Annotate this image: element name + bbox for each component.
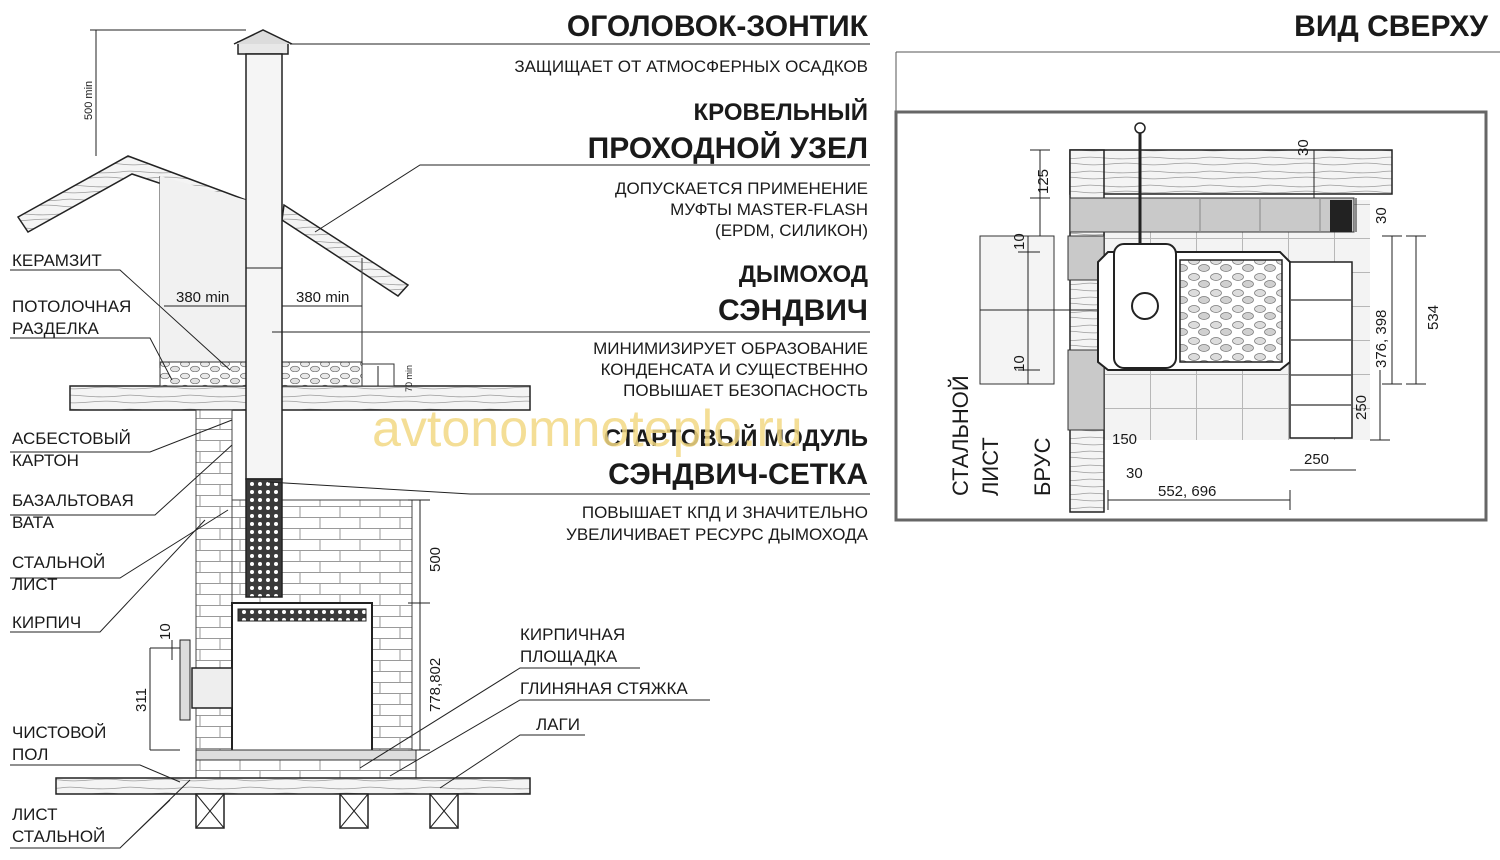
dim-70min: 70 min xyxy=(404,365,414,392)
dim-500: 500 xyxy=(427,547,444,572)
label-asbest-1: АСБЕСТОВЫЙ xyxy=(12,429,131,448)
tv-250h: 250 xyxy=(1304,451,1329,468)
label-sheet-2: СТАЛЬНОЙ xyxy=(12,827,105,846)
top-bricks xyxy=(1069,197,1355,233)
stove-firebox xyxy=(191,667,233,709)
roof-desc-3: (EPDM, СИЛИКОН) xyxy=(715,221,868,240)
brick-platform xyxy=(195,759,417,779)
top-view: 125 30 30 10 10 376, 398 534 250 150 30 … xyxy=(894,51,1500,522)
chimney-desc-3: ПОВЫШАЕТ БЕЗОПАСНОСТЬ xyxy=(623,381,868,400)
label-asbest-2: КАРТОН xyxy=(12,451,79,470)
label-keramzit: КЕРАМЗИТ xyxy=(12,251,102,270)
tv-30a: 30 xyxy=(1295,139,1312,156)
flue-opening xyxy=(1131,292,1159,320)
tv-30c: 30 xyxy=(1126,465,1143,482)
roof-right-slope xyxy=(281,203,410,297)
label-platform-2: ПЛОЩАДКА xyxy=(520,647,618,666)
tv-30b: 30 xyxy=(1373,207,1390,224)
dim-311: 311 xyxy=(133,688,150,712)
label-clay: ГЛИНЯНАЯ СТЯЖКА xyxy=(520,679,688,698)
label-bazalt-1: БАЗАЛЬТОВАЯ xyxy=(12,491,134,510)
start-desc-1: ПОВЫШАЕТ КПД И ЗНАЧИТЕЛЬНО xyxy=(582,503,868,522)
finish-floor xyxy=(55,777,531,795)
ceiling-board xyxy=(69,385,531,411)
roof-desc-2: МУФТЫ MASTER-FLASH xyxy=(670,200,868,219)
dim-778: 778,802 xyxy=(427,658,444,712)
label-steel-1: СТАЛЬНОЙ xyxy=(12,553,105,572)
tv-125: 125 xyxy=(1035,169,1052,194)
roof-title-2: ПРОХОДНОЙ УЗЕЛ xyxy=(588,131,868,165)
joists xyxy=(195,793,459,829)
label-steel-2: ЛИСТ xyxy=(12,575,57,594)
sandwich-mesh-module xyxy=(245,478,283,598)
roof-title-1: КРОВЕЛЬНЫЙ xyxy=(693,98,868,126)
stove-door xyxy=(179,639,191,721)
tv-beam: БРУС xyxy=(1030,437,1055,496)
cap-desc: ЗАЩИЩАЕТ ОТ АТМОСФЕРНЫХ ОСАДКОВ xyxy=(514,57,868,76)
side-bricks-lower xyxy=(1067,349,1105,431)
dim-380-right: 380 min xyxy=(296,289,349,306)
chimney-pipe xyxy=(245,53,283,480)
tv-10a: 10 xyxy=(1011,233,1028,250)
tv-steel-2: ЛИСТ xyxy=(978,437,1003,496)
label-razdelka-2: РАЗДЕЛКА xyxy=(12,319,100,338)
dim-500min: 500 min xyxy=(83,81,95,120)
start-title-1: СТАРТОВЫЙ МОДУЛЬ xyxy=(604,424,868,452)
stone-basket xyxy=(1179,259,1283,363)
clay-screed xyxy=(195,749,417,761)
label-joists: ЛАГИ xyxy=(536,715,580,734)
cap-title: ОГОЛОВОК-ЗОНТИК xyxy=(567,10,869,43)
top-view-title: ВИД СВЕРХУ xyxy=(1294,10,1488,43)
tv-250v: 250 xyxy=(1353,395,1370,420)
tv-steel-1: СТАЛЬНОЙ xyxy=(948,375,973,496)
label-razdelka-1: ПОТОЛОЧНАЯ xyxy=(12,297,131,316)
label-brick: КИРПИЧ xyxy=(12,613,81,632)
section-dimensions xyxy=(90,29,430,751)
label-platform-1: КИРПИЧНАЯ xyxy=(520,625,625,644)
headings: ОГОЛОВОК-ЗОНТИК ЗАЩИЩАЕТ ОТ АТМОСФЕРНЫХ … xyxy=(514,10,1488,544)
start-desc-2: УВЕЛИЧИВАЕТ РЕСУРС ДЫМОХОДА xyxy=(566,525,869,544)
roof-desc-1: ДОПУСКАЕТСЯ ПРИМЕНЕНИЕ xyxy=(615,179,868,198)
dim-380-left: 380 min xyxy=(176,289,229,306)
chimney-title-1: ДЫМОХОД xyxy=(739,261,868,288)
tv-150: 150 xyxy=(1112,431,1137,448)
tv-534: 534 xyxy=(1425,305,1442,330)
chimney-desc-2: КОНДЕНСАТА И СУЩЕСТВЕННО xyxy=(601,360,868,379)
top-view-dimensions xyxy=(980,149,1426,510)
side-ladder xyxy=(1289,261,1353,439)
stove-top-grille xyxy=(237,608,367,622)
chimney-desc-1: МИНИМИЗИРУЕТ ОБРАЗОВАНИЕ xyxy=(593,339,868,358)
label-floor-1: ЧИСТОВОЙ xyxy=(12,723,106,742)
dark-insert xyxy=(1330,200,1352,232)
watermark-text: avtonomnoteplo.ru xyxy=(372,400,803,458)
stove-top xyxy=(1097,122,1291,371)
section-view xyxy=(10,29,870,849)
attic-gray-fill xyxy=(160,176,246,368)
tv-10b: 10 xyxy=(1011,355,1028,372)
label-bazalt-2: ВАТА xyxy=(12,513,55,532)
top-beam xyxy=(1069,149,1393,195)
start-title-2: СЭНДВИЧ-СЕТКА xyxy=(608,458,868,491)
tv-552: 552, 696 xyxy=(1158,483,1216,500)
chimney-title-2: СЭНДВИЧ xyxy=(718,294,868,327)
section-labels: КЕРАМЗИТ ПОТОЛОЧНАЯ РАЗДЕЛКА АСБЕСТОВЫЙ … xyxy=(12,81,688,846)
tv-376: 376, 398 xyxy=(1373,310,1390,368)
dim-10: 10 xyxy=(157,623,174,640)
chimney-cap-roof xyxy=(233,29,293,45)
stove-body xyxy=(231,602,373,754)
label-floor-2: ПОЛ xyxy=(12,745,48,764)
label-sheet-1: ЛИСТ xyxy=(12,805,57,824)
leader-lines xyxy=(10,43,870,849)
